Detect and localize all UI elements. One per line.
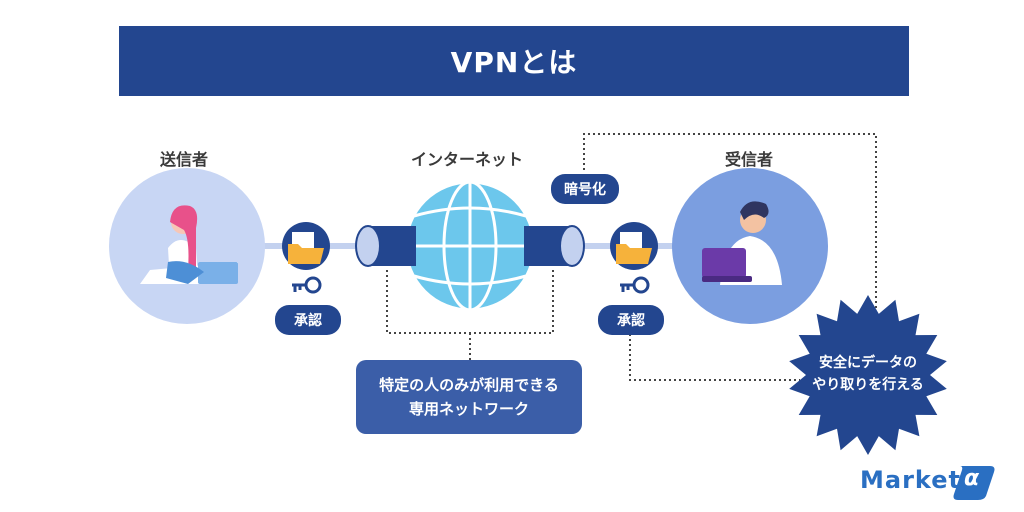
burst-line-2: やり取りを行える bbox=[812, 377, 924, 393]
folder-icon-left bbox=[282, 222, 330, 270]
globe-icon bbox=[404, 180, 536, 312]
key-icon-left bbox=[292, 276, 322, 294]
starburst-shape bbox=[789, 295, 947, 455]
tunnel-pipe-left bbox=[355, 225, 416, 267]
encryption-badge: 暗号化 bbox=[551, 174, 619, 204]
key-icon-right bbox=[620, 276, 650, 294]
callout-line-2: 専用ネットワーク bbox=[408, 400, 529, 418]
laptop-icon bbox=[198, 262, 238, 284]
sender-circle bbox=[109, 168, 265, 324]
dotted-approval-path bbox=[629, 334, 800, 381]
approval-badge-right: 承認 bbox=[598, 305, 664, 335]
burst-text: 安全にデータの やり取りを行える bbox=[788, 352, 948, 396]
market-logo: Market α bbox=[860, 466, 979, 494]
dotted-encryption-path bbox=[583, 133, 877, 308]
private-network-callout: 特定の人のみが利用できる 専用ネットワーク bbox=[356, 360, 582, 434]
receiver-circle bbox=[672, 168, 828, 324]
callout-line-1: 特定の人のみが利用できる bbox=[379, 376, 559, 394]
burst-line-1: 安全にデータの bbox=[819, 355, 917, 371]
tunnel-pipe-right bbox=[524, 225, 585, 267]
sender-label: 送信者 bbox=[160, 150, 209, 169]
receiver-label: 受信者 bbox=[725, 150, 774, 169]
logo-alpha: α bbox=[964, 466, 981, 491]
approval-badge-left: 承認 bbox=[275, 305, 341, 335]
logo-symbol bbox=[953, 466, 995, 500]
page-title: VPNとは bbox=[119, 26, 909, 96]
folder-icon-right bbox=[610, 222, 658, 270]
internet-label: インターネット bbox=[411, 150, 524, 169]
laptop-icon bbox=[702, 248, 746, 278]
logo-text: Market bbox=[860, 466, 961, 494]
